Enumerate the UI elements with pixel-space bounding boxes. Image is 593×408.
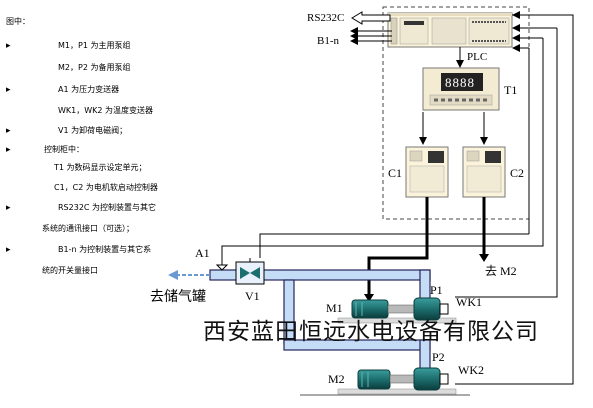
a1-label: A1 bbox=[195, 246, 210, 260]
t1-display-digits: 8888 bbox=[445, 75, 475, 90]
arrow-to-m1 bbox=[364, 294, 374, 302]
legend-item: B1-n 为控制装置与其它系 bbox=[58, 245, 152, 254]
to-m2-label: 去 M2 bbox=[485, 264, 517, 278]
signal-line-a1 bbox=[221, 38, 544, 266]
wk1-label: WK1 bbox=[456, 295, 482, 309]
legend-item: 系统的通讯接口（可选）； bbox=[42, 224, 134, 233]
p1-label: P1 bbox=[430, 283, 443, 297]
ground-base-2 bbox=[337, 388, 457, 395]
m2-p2-pump-set bbox=[357, 367, 449, 391]
legend-item: V1 为卸荷电磁阀； bbox=[58, 126, 128, 135]
bullet-icon: ▸ bbox=[6, 145, 11, 155]
v1-solenoid-valve bbox=[235, 258, 265, 285]
ground-base-1 bbox=[337, 317, 457, 324]
legend-header: 图中： bbox=[6, 17, 30, 26]
legend: 图中： ▸ M1，P1 为主用泵组 M2，P2 为备用泵组 ▸ A1 为压力变送… bbox=[0, 0, 200, 290]
p2-label: P2 bbox=[432, 350, 445, 364]
arrow-to-m2 bbox=[479, 254, 489, 262]
v1-label: V1 bbox=[245, 289, 260, 303]
m1-label: M1 bbox=[326, 301, 343, 315]
rs232c-label: RS232C bbox=[307, 12, 344, 24]
legend-item: 控制柜中： bbox=[44, 145, 84, 154]
rs232c-arrow bbox=[351, 11, 391, 25]
legend-item: M1，P1 为主用泵组 bbox=[58, 41, 131, 50]
b1n-label: B1-n bbox=[317, 35, 340, 47]
bullet-icon: ▸ bbox=[6, 126, 11, 136]
pipe-network bbox=[209, 269, 431, 377]
c1-label: C1 bbox=[388, 166, 402, 180]
legend-item: WK1，WK2 为温度变送器 bbox=[58, 106, 154, 115]
plc-device bbox=[387, 12, 513, 48]
signal-line-v1 bbox=[259, 233, 529, 258]
plc-label: PLC bbox=[467, 51, 487, 63]
c2-soft-starter bbox=[462, 146, 506, 198]
legend-item: A1 为压力变送器 bbox=[58, 85, 120, 94]
t1-label: T1 bbox=[504, 83, 517, 97]
bullet-icon: ▸ bbox=[6, 203, 11, 213]
legend-item: M2，P2 为备用泵组 bbox=[58, 63, 131, 72]
legend-item: T1 为数码显示设定单元； bbox=[54, 163, 147, 172]
signal-line-wk1 bbox=[455, 28, 558, 298]
legend-item: RS232C 为控制装置与其它 bbox=[58, 203, 157, 212]
m2-label: M2 bbox=[328, 372, 345, 386]
c2-label: C2 bbox=[510, 166, 524, 180]
a1-pressure-transmitter bbox=[215, 264, 229, 271]
m1-p1-pump-set bbox=[351, 297, 449, 321]
legend-item: C1，C2 为电机软启动控制器 bbox=[54, 183, 158, 192]
to-tank-label: 去储气罐 bbox=[150, 289, 206, 305]
company-watermark: 西安蓝田恒远水电设备有限公司 bbox=[203, 319, 539, 345]
legend-item: 统的开关量接口 bbox=[42, 266, 98, 275]
bullet-icon: ▸ bbox=[6, 245, 11, 255]
wk2-label: WK2 bbox=[458, 363, 484, 377]
tank-arrow-head bbox=[168, 270, 178, 280]
c1-soft-starter bbox=[405, 146, 449, 198]
bullet-icon: ▸ bbox=[6, 41, 11, 51]
t1-display-unit bbox=[422, 67, 500, 111]
bullet-icon: ▸ bbox=[6, 85, 11, 95]
